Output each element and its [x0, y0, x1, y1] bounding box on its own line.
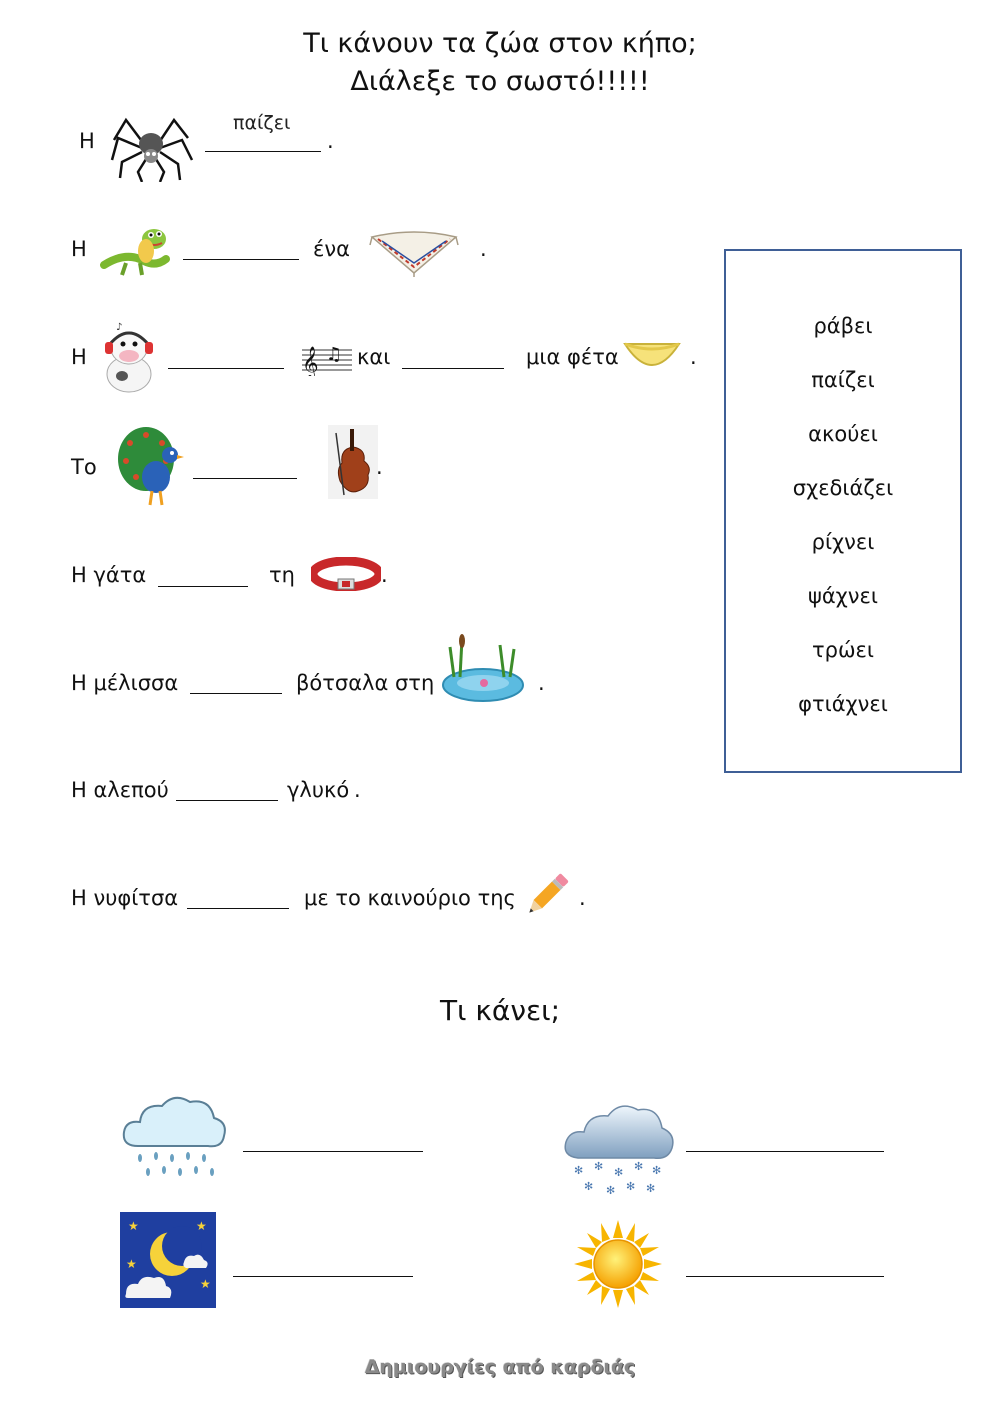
svg-text:★: ★ — [126, 1257, 137, 1271]
word-option[interactable]: φτιάχνει — [798, 692, 888, 716]
answer-blank[interactable] — [187, 908, 289, 909]
svg-text:✻: ✻ — [614, 1166, 623, 1179]
svg-text:✻: ✻ — [646, 1182, 655, 1195]
word-option[interactable]: τρώει — [811, 638, 874, 662]
melon-slice-icon — [623, 342, 681, 366]
word-option[interactable]: ψάχνει — [807, 584, 878, 608]
svg-text:★: ★ — [128, 1219, 139, 1233]
svg-text:★: ★ — [196, 1219, 207, 1233]
svg-text:♫: ♫ — [326, 344, 342, 365]
sentence-end: . — [480, 237, 487, 261]
worksheet-subtitle: Διάλεξε το σωστό!!!!! — [350, 66, 650, 97]
svg-text:✻: ✻ — [574, 1164, 583, 1177]
svg-text:✻: ✻ — [584, 1180, 593, 1193]
sentence-end: . — [690, 345, 697, 369]
pond-icon — [442, 634, 524, 702]
belt-icon — [311, 557, 381, 591]
music-notes-icon: 𝄞 ♫ — [302, 344, 352, 376]
sentence-start: Η μέλισσα — [71, 671, 179, 695]
cow-headphones-icon: ♪ — [105, 322, 153, 393]
sentence-start: Η νυφίτσα — [71, 886, 179, 910]
sentence-middle: με το καινούριο της — [304, 886, 516, 910]
word-option[interactable]: ακούει — [808, 422, 878, 446]
sentence-start: Η αλεπού — [71, 778, 169, 802]
word-bank: ράβει παίζει ακούει σχεδιάζει ρίχνει ψάχ… — [724, 249, 962, 773]
lizard-icon — [100, 229, 170, 276]
answer-blank[interactable] — [190, 693, 282, 694]
spider-icon — [110, 117, 194, 182]
weather-answer-blank[interactable] — [686, 1151, 884, 1152]
weather-answer-blank[interactable] — [686, 1276, 884, 1277]
rain-cloud-icon — [122, 1096, 226, 1176]
sentence-middle: τη — [269, 563, 295, 587]
answer-blank[interactable] — [176, 800, 278, 801]
sentence-middle: ένα — [313, 237, 350, 261]
answer-blank[interactable] — [193, 478, 297, 479]
sentence-end: . — [327, 129, 334, 153]
filled-answer: παίζει — [233, 112, 291, 134]
sentence-6: Η μέλισσα βότσαλα στη . — [0, 633, 720, 713]
word-option[interactable]: σχεδιάζει — [792, 476, 894, 500]
answer-blank[interactable] — [168, 368, 284, 369]
violin-icon — [328, 425, 378, 499]
svg-text:✻: ✻ — [594, 1160, 603, 1173]
svg-text:★: ★ — [200, 1277, 211, 1291]
svg-text:𝄞: 𝄞 — [302, 346, 319, 376]
sentence-2: Η ένα . — [0, 213, 720, 293]
sentence-middle: βότσαλα στη — [296, 671, 435, 695]
weather-answer-blank[interactable] — [243, 1151, 423, 1152]
sun-icon — [574, 1220, 662, 1308]
sentence-5: Η γάτα τη . — [0, 535, 720, 615]
sentence-end: . — [579, 886, 586, 910]
sentence-1: Η παίζει . — [0, 105, 720, 185]
svg-text:✻: ✻ — [626, 1180, 635, 1193]
worksheet-title: Τι κάνουν τα ζώα στον κήπο; — [303, 28, 697, 59]
answer-blank[interactable] — [158, 586, 248, 587]
svg-text:✻: ✻ — [652, 1164, 661, 1177]
svg-text:♪: ♪ — [116, 322, 122, 333]
sentence-start: Η — [79, 129, 95, 153]
svg-text:✻: ✻ — [606, 1184, 615, 1197]
answer-blank[interactable] — [183, 259, 299, 260]
sentence-start: Η γάτα — [71, 563, 147, 587]
weather-section-title: Τι κάνει; — [439, 994, 561, 1027]
sentence-8: Η νυφίτσα με το καινούριο της . — [0, 858, 720, 938]
footer-credit: Δημιουργίες από καρδιάς — [364, 1356, 636, 1378]
sentence-start: Η — [71, 345, 87, 369]
sentence-end: . — [381, 563, 388, 587]
answer-blank[interactable] — [205, 151, 321, 152]
sentence-start: Η — [71, 237, 87, 261]
peacock-icon — [118, 427, 184, 506]
answer-blank[interactable] — [402, 368, 504, 369]
sentence-middle: γλυκό — [287, 778, 350, 802]
snow-cloud-icon: ✻✻✻ ✻✻✻ ✻✻✻ — [564, 1105, 674, 1197]
word-option[interactable]: ράβει — [813, 314, 873, 338]
sentence-middle: και — [357, 345, 391, 369]
sentence-end: . — [376, 455, 383, 479]
word-option[interactable]: ρίχνει — [811, 530, 875, 554]
sentence-3: Η ♪ 𝄞 ♫ και μια φέτα . — [0, 320, 720, 400]
sentence-end: . — [354, 778, 361, 802]
sentence-end: . — [538, 671, 545, 695]
sentence-7: Η αλεπού γλυκό . — [0, 750, 720, 830]
weather-answer-blank[interactable] — [233, 1276, 413, 1277]
pencil-icon — [529, 873, 569, 913]
sentence-middle-2: μια φέτα — [526, 345, 619, 369]
scarf-icon — [369, 231, 459, 277]
word-option[interactable]: παίζει — [811, 368, 875, 392]
night-moon-icon: ★ ★ ★ ★ — [120, 1212, 216, 1308]
sentence-start: Το — [71, 455, 97, 479]
svg-text:✻: ✻ — [634, 1160, 643, 1173]
sentence-4: Το . — [0, 425, 720, 506]
